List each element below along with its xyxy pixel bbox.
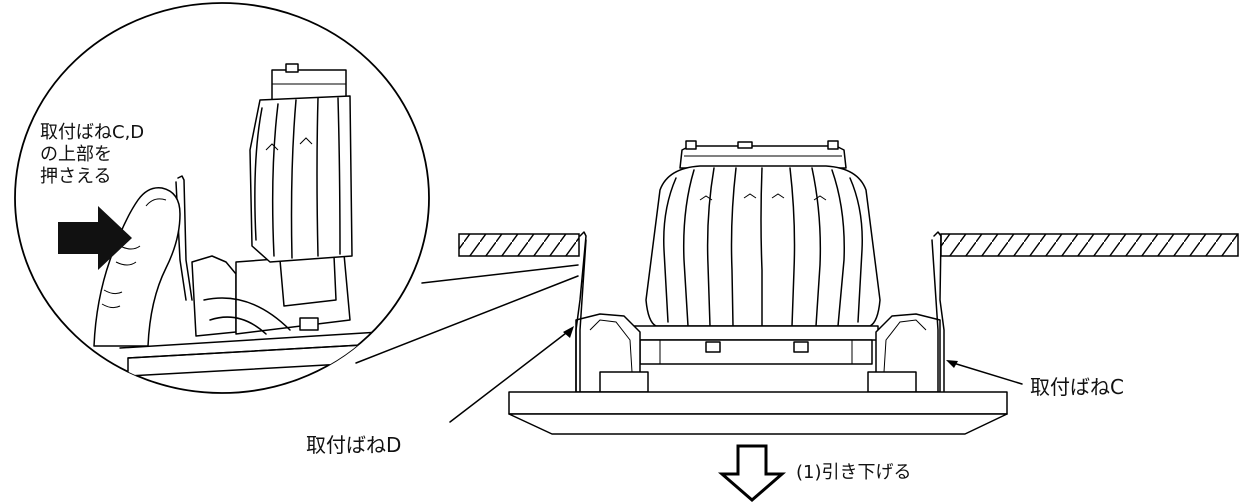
downlight-fixture — [508, 140, 1008, 435]
spring-d-callout: 取付ばねD — [306, 326, 574, 457]
press-instruction-label: 取付ばねC,D の上部を 押さえる — [40, 122, 150, 187]
fixture-lower-housing — [633, 325, 879, 365]
ceiling-right-section — [940, 233, 1239, 257]
right-bracket — [867, 313, 941, 393]
spring-d-label: 取付ばねD — [306, 433, 401, 457]
pull-down-step: (1)引き下げる — [717, 444, 912, 502]
callout-line-top — [421, 264, 579, 284]
mounting-spring-c — [931, 231, 945, 393]
mounting-spring-d — [575, 231, 587, 393]
trim-flange — [508, 391, 1008, 435]
detail-lower-body — [191, 253, 351, 337]
detail-flange — [119, 331, 381, 377]
press-instruction-line3: 押さえる — [40, 166, 111, 187]
fixture-top-cap — [679, 140, 847, 169]
press-instruction-line1: 取付ばねC,D — [40, 122, 144, 143]
detail-heat-sink — [249, 63, 353, 263]
detail-circle — [14, 2, 430, 394]
left-bracket — [575, 313, 649, 393]
callout-line-bottom — [355, 275, 579, 364]
ceiling — [458, 233, 1239, 257]
pressing-finger — [93, 187, 181, 347]
detail-magnifier: 取付ばねC,D の上部を 押さえる — [14, 2, 579, 394]
press-instruction-line2: の上部を — [40, 144, 112, 165]
spring-c-callout: 取付ばねC — [946, 360, 1124, 399]
heat-sink — [645, 165, 881, 327]
pull-down-label: (1)引き下げる — [796, 462, 912, 483]
spring-c-label: 取付ばねC — [1030, 375, 1124, 399]
down-arrow-icon — [717, 444, 787, 502]
right-arrow-icon — [58, 206, 132, 270]
ceiling-left-section — [458, 233, 580, 257]
